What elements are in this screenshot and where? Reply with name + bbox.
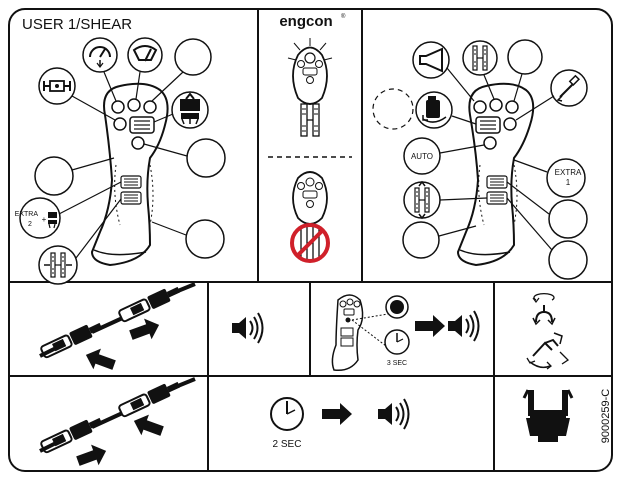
registered-mark: ® xyxy=(341,13,346,20)
panel-title: USER 1/SHEAR xyxy=(22,16,132,33)
clock-icon xyxy=(384,329,410,355)
arrow-right-icon xyxy=(415,315,445,337)
extra1-line2: 1 xyxy=(566,178,571,187)
rotate-jaw-icon xyxy=(532,292,556,326)
tool-icon xyxy=(422,96,447,123)
joystick-left-icon xyxy=(90,82,169,267)
arrow-left-icon xyxy=(130,410,166,442)
two-sec-label: 2 SEC xyxy=(273,439,302,450)
dashed-callout-circle xyxy=(372,88,414,130)
speedometer-icon xyxy=(89,46,111,68)
joystick-top-selected-icon xyxy=(287,38,333,105)
auto-label: AUTO xyxy=(411,152,433,161)
tool-icon xyxy=(48,212,57,229)
extra2-plus: + xyxy=(42,215,47,224)
rotator-icon xyxy=(43,80,71,92)
part-number: 9000259-C xyxy=(600,389,612,443)
quick-coupler-disconnect-icon xyxy=(39,282,196,376)
horn-icon xyxy=(419,47,443,73)
sound-icon xyxy=(377,398,410,430)
extra2-line1: EXTRA xyxy=(15,211,39,218)
clock-icon xyxy=(270,397,304,431)
quick-coupler-connect-icon xyxy=(39,377,196,472)
three-sec-label: 3 SEC xyxy=(387,360,407,367)
arrow-right-icon xyxy=(74,440,110,472)
no-entry-icon xyxy=(290,223,330,263)
shear-icon xyxy=(522,389,574,442)
sound-icon xyxy=(447,310,480,342)
roller-scale-icon xyxy=(300,103,320,137)
tilt-arm-icon xyxy=(556,74,581,102)
joystick-right-icon xyxy=(456,82,535,267)
joystick-top-icon xyxy=(292,171,328,225)
decal-frame xyxy=(8,8,613,472)
tool-icon xyxy=(180,92,200,125)
pushbutton-center xyxy=(390,300,404,314)
wiper-icon xyxy=(132,45,158,62)
sound-icon xyxy=(231,312,264,344)
arrow-right-icon xyxy=(127,314,163,346)
extra2-line2: 2 xyxy=(28,221,32,228)
tilt-lock-arrows-icon xyxy=(414,180,430,220)
arrow-right-icon xyxy=(322,403,352,425)
tilt-lock-icon xyxy=(44,252,72,278)
brand-logo: engcon xyxy=(279,13,332,30)
extra1-line1: EXTRA xyxy=(555,168,582,177)
arrow-left-icon xyxy=(82,344,118,376)
tilt-jaw-icon xyxy=(526,332,570,370)
joystick-small-icon xyxy=(331,294,389,372)
